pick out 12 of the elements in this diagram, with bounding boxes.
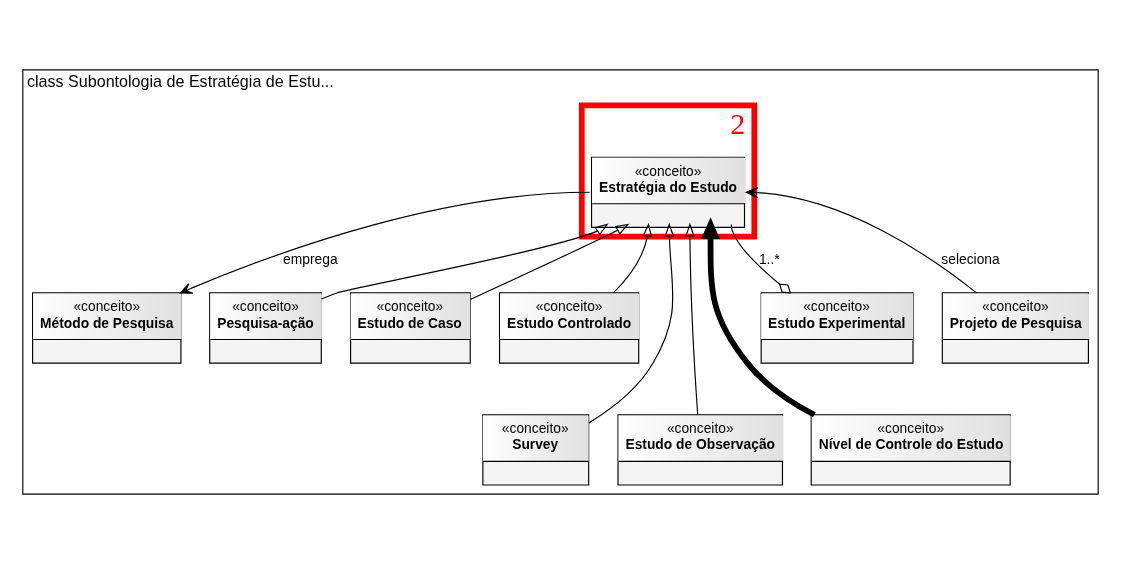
edge-label: 1..* [758,251,780,267]
edge-label: seleciona [941,251,1000,267]
arrow [588,222,675,424]
arrow [685,222,699,416]
arrow [612,222,653,294]
arrow [701,217,816,418]
edge-label: emprega [283,251,338,267]
arrow [469,223,630,300]
connector [730,223,792,294]
arrow [745,186,978,294]
arrow [179,191,591,294]
arrow [320,223,609,300]
